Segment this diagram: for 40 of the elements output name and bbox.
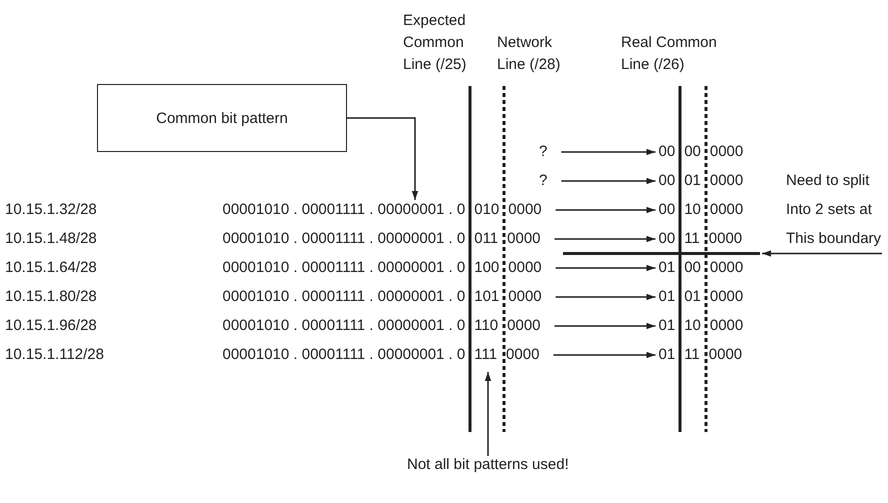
arrow	[484, 372, 492, 456]
arrow	[561, 148, 656, 156]
network-address: 10.15.1.48/28	[5, 230, 97, 248]
note-text: Not all bit patterns used!	[407, 456, 569, 474]
arrow	[554, 322, 656, 330]
arrow	[553, 352, 656, 358]
binary-value: 00001010 . 00001111 . 00000001 . 0 101 0000	[222, 288, 542, 306]
column-heading: Real Common Line (/26)	[621, 33, 718, 75]
binary-value: 00001010 . 00001111 . 00000001 . 0 011 0000	[222, 230, 541, 248]
network-address: 10.15.1.64/28	[5, 259, 97, 277]
question-mark: ?	[539, 143, 548, 161]
binary-value: 01 10 0000	[658, 317, 744, 335]
arrow	[554, 236, 656, 242]
arrow	[556, 264, 656, 272]
arrow	[762, 250, 882, 257]
boundary-line	[563, 252, 760, 255]
binary-value: 00 10 0000	[658, 201, 744, 219]
binary-value: 00 11 0000	[658, 230, 742, 248]
binary-value: 01 01 0000	[658, 288, 744, 306]
arrow	[556, 294, 656, 300]
binary-value: 00001010 . 00001111 . 00000001 . 0 100 0000	[222, 259, 542, 277]
arrow	[347, 117, 418, 200]
network-address: 10.15.1.80/28	[5, 288, 97, 306]
binary-value: 00001010 . 00001111 . 00000001 . 0 111 0000	[222, 346, 540, 364]
binary-value: 00 01 0000	[658, 172, 744, 190]
arrow	[561, 178, 656, 184]
arrow	[556, 206, 656, 214]
network-address: 10.15.1.112/28	[5, 346, 104, 364]
callout-box: Common bit pattern	[97, 84, 347, 152]
binary-value: 00 00 0000	[658, 143, 744, 161]
binary-value: 00001010 . 00001111 . 00000001 . 0 110 0000	[222, 317, 541, 335]
binary-value: 01 11 0000	[658, 346, 742, 364]
binary-value: 01 00 0000	[658, 259, 744, 277]
note-text: Need to split Into 2 sets at This boundary	[786, 166, 886, 253]
binary-value: 00001010 . 00001111 . 00000001 . 0 010 0000	[222, 201, 542, 219]
network-address: 10.15.1.32/28	[5, 201, 97, 219]
column-heading: Expected Common Line (/25)	[403, 11, 468, 75]
question-mark: ?	[539, 172, 548, 190]
column-heading: Network Line (/28)	[497, 33, 562, 75]
network-address: 10.15.1.96/28	[5, 317, 97, 335]
